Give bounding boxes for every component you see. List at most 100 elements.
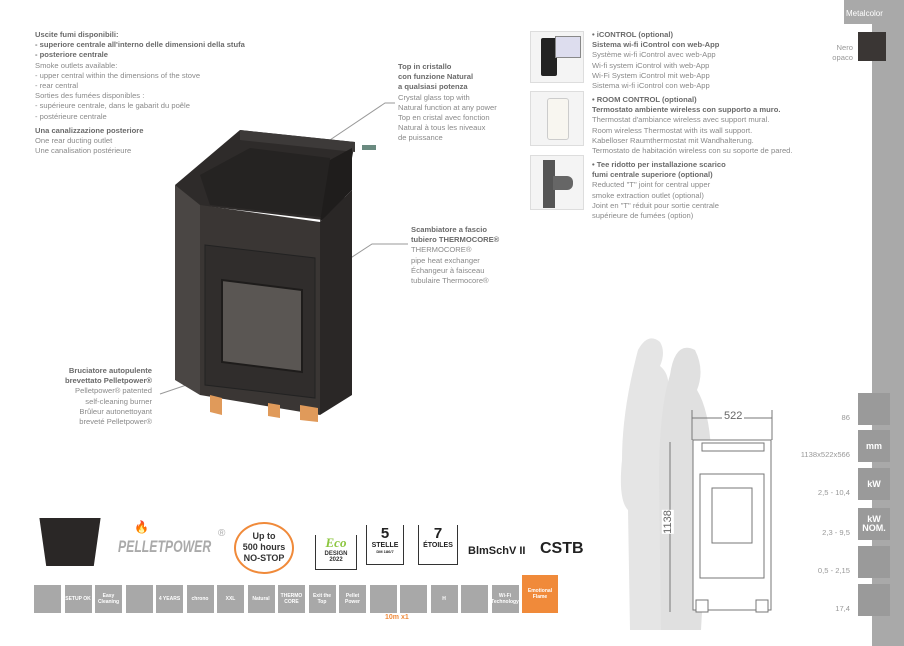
- feature-icon: Easy Cleaning: [95, 585, 122, 613]
- accessory-room-control-text: • ROOM CONTROL (optional)Termostato ambi…: [592, 95, 793, 156]
- stove-foot: [268, 403, 280, 418]
- stove-outline-window: [711, 487, 753, 544]
- smartphone-icon: [541, 38, 557, 76]
- accessory-line: • ROOM CONTROL (optional): [592, 95, 697, 104]
- smoke-outlet-lines: Uscite fumi disponibili:- superiore cent…: [35, 30, 245, 122]
- stove-outline-foot: [695, 599, 709, 613]
- stove-outline-door: [699, 473, 765, 579]
- accessory-line: Reducted "T" joint for central upper: [592, 180, 711, 190]
- icontrol-image: [530, 31, 584, 83]
- smoke-outlet-line: Smoke outlets available:: [35, 60, 118, 70]
- feature-icon: [125, 585, 153, 613]
- stove-side: [175, 185, 200, 395]
- accessory-line: Wi-fi system iControl with web-App: [592, 60, 710, 70]
- color-name-line: opaco: [832, 53, 853, 63]
- blmschv-logo: BlmSchV II: [468, 545, 526, 557]
- feature-icon: THERMO CORE: [278, 585, 305, 613]
- fire-window: [221, 278, 303, 374]
- accessory-line: Kabelloser Raumthermostat mit Wandhalter…: [592, 135, 754, 145]
- feature-icon: 4 YEARS: [156, 585, 183, 613]
- callout-line: self-cleaning burner: [85, 396, 152, 406]
- smoke-outlet-line: - rear central: [35, 81, 79, 91]
- dimension-drawing: [620, 338, 773, 630]
- man-silhouette: [620, 338, 670, 630]
- feature-icon: [369, 585, 397, 613]
- stelle-line: DM 186/7: [376, 549, 394, 554]
- no-stop-line: Up to: [252, 531, 276, 541]
- spec-value: 2,5 - 10,4: [817, 488, 850, 497]
- feature-icon: Pellet Power: [339, 585, 366, 613]
- pelletpower-logo: PELLETPOWER: [118, 537, 212, 556]
- smoke-outlet-line: Uscite fumi disponibili:: [35, 30, 119, 39]
- feature-icon: SETUP OK: [64, 585, 92, 613]
- color-name-line: Nero: [836, 43, 853, 52]
- spec-value: 86: [841, 413, 850, 422]
- callout-line: tubulaire Thermocore®: [411, 276, 489, 286]
- accessory-icontrol-text: • iCONTROL (optional)Sistema wi-fi iCont…: [592, 30, 719, 91]
- callout-line: Top in cristallo: [398, 62, 452, 71]
- accessory-line: • Tee ridotto per installazione scarico: [592, 160, 726, 169]
- callout-line: tubiero THERMOCORE®: [411, 235, 500, 245]
- height-dimension: 1138: [661, 510, 674, 534]
- eco-line: 2022: [329, 557, 343, 563]
- callout-line: con funzione Natural: [398, 72, 474, 82]
- feature-icon: Emotional Flame: [522, 575, 558, 613]
- feature-icon: Exit the Top: [308, 585, 336, 613]
- smoke-outlets-text: Uscite fumi disponibili:- superiore cent…: [35, 30, 245, 156]
- spec-value: 17,4: [835, 604, 850, 613]
- callout-line: Scambiatore a fascio: [411, 225, 487, 234]
- no-stop-line: NO-STOP: [243, 553, 285, 563]
- stove-illustration: [159, 102, 408, 422]
- eco-line: Eco: [325, 535, 347, 550]
- etoiles-line: 7: [433, 525, 443, 542]
- stove-outline: [692, 439, 772, 611]
- stove-outline-top: [701, 442, 765, 452]
- accessory-line: Room wireless Thermostat with its wall s…: [592, 125, 753, 135]
- callout-line: brevettato Pelletpower®: [64, 376, 152, 386]
- callout-line: Pelletpower® patented: [75, 386, 152, 396]
- burner-image: [39, 518, 101, 566]
- stove-outline-foot: [755, 599, 769, 613]
- spec-value: 0,5 - 2,15: [817, 566, 850, 575]
- spec-value: 1138x522x566: [800, 450, 850, 459]
- callout-line: de puissance: [398, 133, 443, 143]
- callout-line: Natural function at any power: [398, 102, 497, 112]
- callout-line: Échangeur à faisceau: [411, 265, 485, 275]
- smoke-outlet-line: Sorties des fumées disponibles :: [35, 91, 145, 101]
- crystal-top: [200, 148, 330, 218]
- callout-line: Brûleur autonettoyant: [79, 406, 152, 416]
- pellets-icon: [858, 546, 890, 578]
- callout-line: THERMOCORE®: [411, 245, 472, 255]
- feature-icon: [400, 585, 427, 613]
- accessory-line: fumi centrale superiore (optional): [592, 170, 713, 180]
- callout-line: pipe heat exchanger: [411, 255, 480, 265]
- side-strip: [872, 24, 904, 646]
- duct-line: Una canalizzazione posteriore: [35, 125, 144, 135]
- width-dimension: 522: [722, 410, 745, 422]
- accessory-line: smoke extraction outlet (optional): [592, 190, 704, 200]
- tablet-icon: [555, 36, 581, 58]
- dimensions-icon: mm: [858, 430, 890, 462]
- no-stop-line: 500 hours: [242, 542, 286, 552]
- flame-kw-icon: kW: [858, 468, 890, 500]
- smoke-outlet-line: - upper central within the dimensions of…: [35, 70, 201, 80]
- stove-top-edge: [240, 130, 355, 152]
- feature-icon: [34, 585, 61, 613]
- feature-icon: H: [430, 585, 458, 613]
- callout-line: Top en cristal avec fonction: [398, 113, 490, 123]
- stove-foot: [300, 405, 318, 422]
- smoke-outlet-line: - posteriore centrale: [35, 50, 109, 60]
- accessory-line: supérieure de fumées (option): [592, 211, 694, 221]
- feature-icon: [461, 585, 488, 613]
- cstb-logo: CSTB: [540, 540, 584, 557]
- feature-icon: chrono: [186, 585, 214, 613]
- callout-line: Natural à tous les niveaux: [398, 123, 486, 133]
